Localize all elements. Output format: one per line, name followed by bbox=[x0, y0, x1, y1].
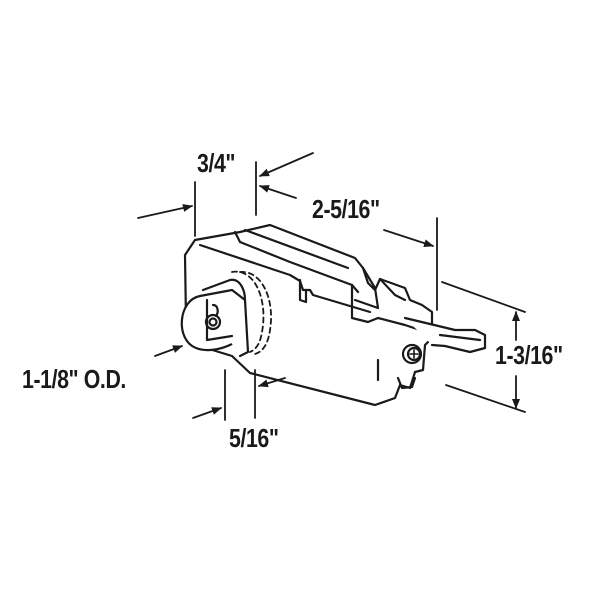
housing-body bbox=[183, 223, 487, 407]
dimension-lines bbox=[137, 152, 526, 421]
adjustment-screw bbox=[401, 343, 423, 365]
dimension-length-label: 2-5/16" bbox=[312, 194, 380, 224]
dimension-height-label: 1-3/16" bbox=[495, 340, 563, 370]
roller-wheel bbox=[180, 270, 272, 358]
dimension-wheel-thickness-label: 5/16" bbox=[229, 423, 279, 453]
dimension-width-label: 3/4" bbox=[197, 148, 236, 178]
dimension-wheel-diameter-label: 1-1/8" O.D. bbox=[22, 364, 126, 394]
